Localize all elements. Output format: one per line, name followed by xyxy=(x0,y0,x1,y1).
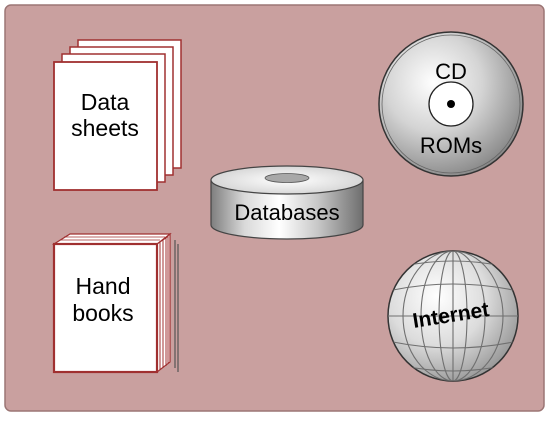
datasheets-label-line2: sheets xyxy=(71,115,139,141)
handbooks-icon: Hand books xyxy=(51,232,179,374)
cdroms-icon: CD ROMs xyxy=(378,31,524,177)
handbooks-label-line2: books xyxy=(72,300,133,326)
cdroms-label-line1: CD xyxy=(435,59,467,84)
datasheets-icon: Data sheets xyxy=(53,39,182,191)
datasheets-label-line1: Data xyxy=(81,89,130,115)
cdroms-label-line2: ROMs xyxy=(420,133,482,158)
internet-icon: Internet xyxy=(387,250,519,382)
databases-icon: Databases xyxy=(210,165,364,240)
databases-label: Databases xyxy=(234,200,339,225)
handbooks-label-line1: Hand xyxy=(76,273,131,299)
